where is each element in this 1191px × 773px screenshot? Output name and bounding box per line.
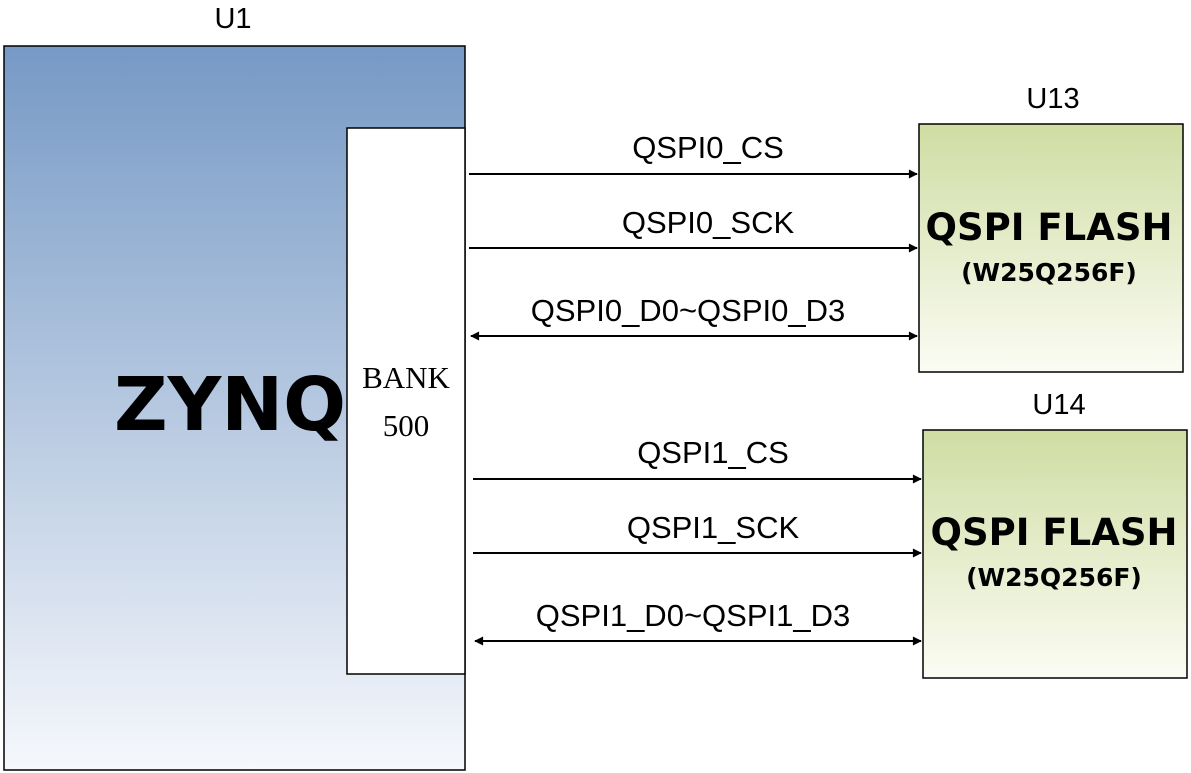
qspi0-sck-label: QSPI0_SCK — [622, 205, 795, 240]
u13-part-number: (W25Q256F) — [961, 258, 1137, 287]
qspi1-data-label: QSPI1_D0~QSPI1_D3 — [536, 598, 850, 633]
u14-ref-label: U14 — [1032, 389, 1085, 421]
u14-title: QSPI FLASH — [931, 511, 1178, 554]
qspi0-signals: QSPI0_CS QSPI0_SCK QSPI0_D0~QSPI0_D3 — [469, 130, 918, 341]
qspi0-cs-label: QSPI0_CS — [632, 130, 784, 165]
zynq-name: ZYNQ — [114, 362, 346, 448]
qspi1-sck-label: QSPI1_SCK — [627, 510, 800, 545]
u13-body — [918, 123, 1184, 373]
bank-label-line2: 500 — [383, 408, 430, 443]
u13-title: QSPI FLASH — [926, 206, 1173, 249]
qspi1-signals: QSPI1_CS QSPI1_SCK QSPI1_D0~QSPI1_D3 — [473, 435, 922, 646]
flash-chip-u14: U14 QSPI FLASH (W25Q256F) — [922, 389, 1188, 679]
flash-chip-u13: U13 QSPI FLASH (W25Q256F) — [918, 83, 1184, 373]
bank-500-box — [346, 127, 466, 675]
zynq-ref-label: U1 — [214, 3, 251, 35]
u14-body — [922, 429, 1188, 679]
bank-label-line1: BANK — [362, 360, 450, 395]
u13-ref-label: U13 — [1026, 83, 1079, 115]
u14-part-number: (W25Q256F) — [966, 563, 1142, 592]
qspi1-cs-label: QSPI1_CS — [637, 435, 789, 470]
zynq-block: U1 ZYNQ BANK 500 — [3, 3, 466, 771]
qspi0-data-label: QSPI0_D0~QSPI0_D3 — [531, 293, 845, 328]
